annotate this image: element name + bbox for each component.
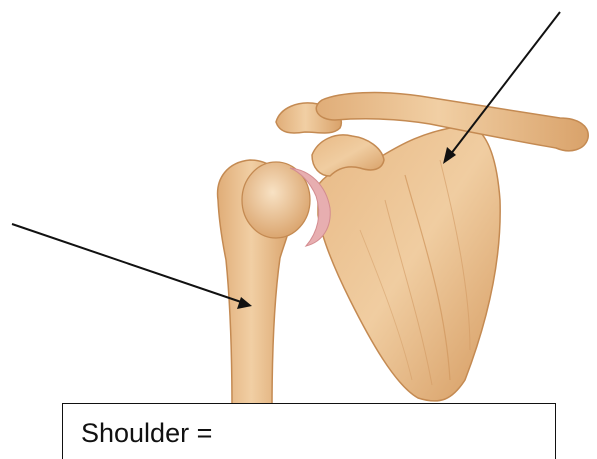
answer-label-box: Shoulder = [62, 403, 556, 459]
arrow-to-humerus [12, 224, 244, 303]
shoulder-label: Shoulder = [81, 418, 212, 449]
